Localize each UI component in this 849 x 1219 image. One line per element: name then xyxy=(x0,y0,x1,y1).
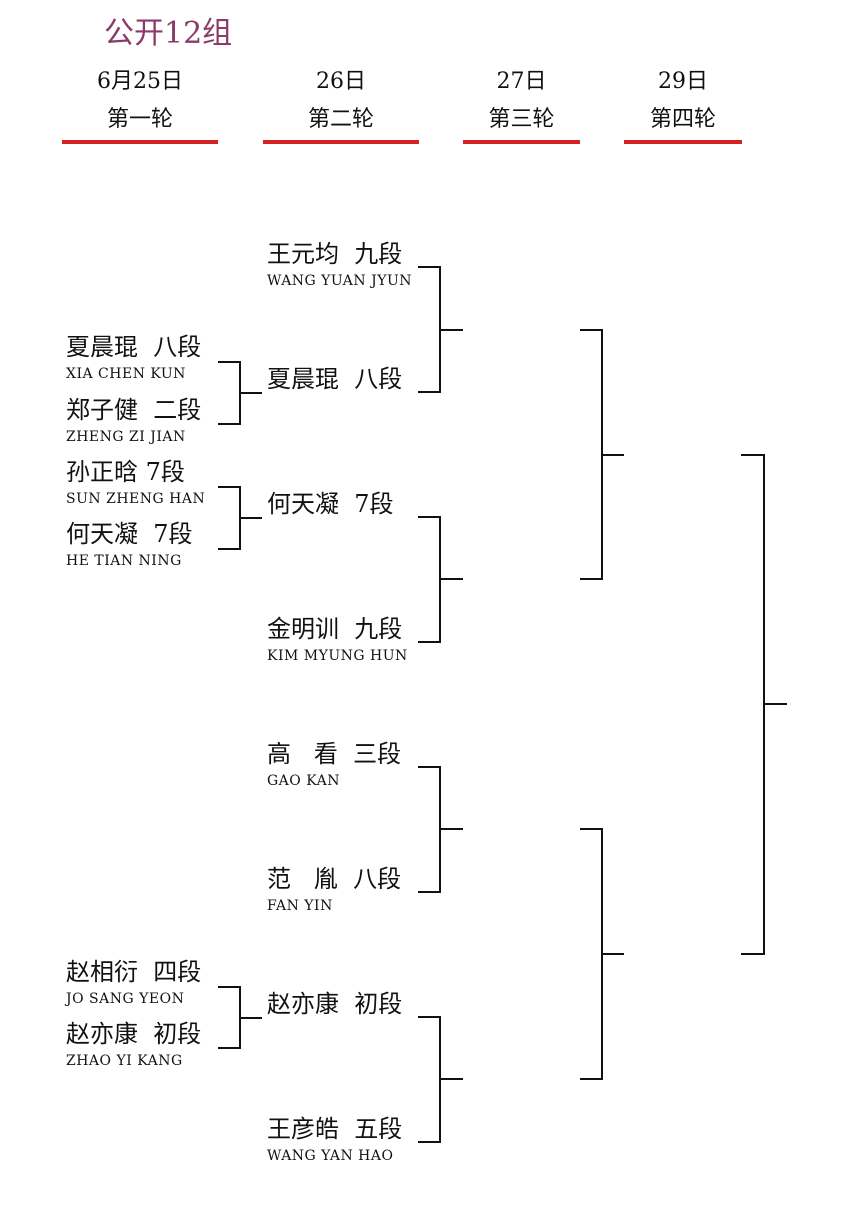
player-entry: 金明训 九段 KIM MYUNG HUN xyxy=(267,615,408,665)
bracket-connector xyxy=(418,1016,463,1143)
player-entry: 夏晨琨 八段 xyxy=(267,365,402,393)
player-name-en: JO SANG YEON xyxy=(66,991,185,1007)
round-date: 27日 xyxy=(496,69,547,94)
bracket-connector xyxy=(580,828,624,1080)
player-name-cn: 范 胤 八段 xyxy=(267,865,402,893)
round-underline xyxy=(263,140,419,144)
round-header-1: 6月25日 第一轮 xyxy=(62,68,218,144)
round-label: 第一轮 xyxy=(106,107,173,132)
player-name-en: WANG YAN HAO xyxy=(267,1148,394,1164)
player-entry: 何天凝 7段 xyxy=(267,490,394,518)
round-underline xyxy=(463,140,580,144)
round-header-4: 29日 第四轮 xyxy=(624,68,742,144)
player-entry: 何天凝 7段 HE TIAN NING xyxy=(66,520,193,570)
player-name-cn: 何天凝 7段 xyxy=(267,490,394,518)
player-name-en: SUN ZHENG HAN xyxy=(66,491,206,507)
player-name-en: GAO KAN xyxy=(267,773,340,789)
player-name-cn: 王元均 九段 xyxy=(267,240,403,268)
player-name-cn: 郑子健 二段 xyxy=(66,396,202,424)
bracket-connector xyxy=(218,486,262,550)
player-name-cn: 夏晨琨 八段 xyxy=(66,333,202,361)
round-label: 第四轮 xyxy=(649,107,716,132)
player-entry: 王彦皓 五段 WANG YAN HAO xyxy=(267,1115,402,1165)
player-name-en: HE TIAN NING xyxy=(66,553,182,569)
bracket-connector xyxy=(418,766,463,893)
player-entry: 孙正晗 7段 SUN ZHENG HAN xyxy=(66,458,205,508)
player-name-cn: 金明训 九段 xyxy=(267,615,403,643)
player-name-cn: 赵亦康 初段 xyxy=(66,1020,202,1048)
round-underline xyxy=(62,140,218,144)
player-entry: 王元均 九段 WANG YUAN JYUN xyxy=(267,240,412,290)
player-name-cn: 何天凝 7段 xyxy=(66,520,193,548)
round-header-2: 26日 第二轮 xyxy=(263,68,419,144)
player-entry: 高 看 三段 GAO KAN xyxy=(267,740,401,790)
player-name-en: KIM MYUNG HUN xyxy=(267,648,408,664)
player-entry: 赵相衍 四段 JO SANG YEON xyxy=(66,958,201,1008)
player-name-en: ZHENG ZI JIAN xyxy=(66,429,186,445)
bracket-connector xyxy=(418,266,463,393)
player-name-en: WANG YUAN JYUN xyxy=(267,273,413,289)
player-name-cn: 赵相衍 四段 xyxy=(66,958,202,986)
round-header-3: 27日 第三轮 xyxy=(463,68,580,144)
player-name-cn: 夏晨琨 八段 xyxy=(267,365,403,393)
player-name-cn: 赵亦康 初段 xyxy=(267,990,403,1018)
player-entry: 赵亦康 初段 ZHAO YI KANG xyxy=(66,1020,201,1070)
bracket-connector xyxy=(418,516,463,643)
round-date: 29日 xyxy=(658,69,708,94)
player-name-en: ZHAO YI KANG xyxy=(66,1053,183,1069)
player-name-cn: 孙正晗 7段 xyxy=(66,458,185,486)
player-name-cn: 王彦皓 五段 xyxy=(267,1115,403,1143)
player-entry: 赵亦康 初段 xyxy=(267,990,402,1018)
bracket-connector xyxy=(741,454,787,955)
player-name-en: FAN YIN xyxy=(267,898,333,914)
round-label: 第二轮 xyxy=(307,107,374,132)
bracket-connector xyxy=(580,329,624,580)
page-title: 公开12组 xyxy=(104,16,233,51)
bracket-connector xyxy=(218,361,262,425)
round-date: 6月25日 xyxy=(97,69,183,94)
player-entry: 夏晨琨 八段 XIA CHEN KUN xyxy=(66,333,201,383)
round-date: 26日 xyxy=(316,69,366,94)
player-name-cn: 高 看 三段 xyxy=(267,740,402,768)
bracket-connector xyxy=(218,986,262,1049)
round-label: 第三轮 xyxy=(488,107,555,132)
round-underline xyxy=(624,140,742,144)
player-entry: 郑子健 二段 ZHENG ZI JIAN xyxy=(66,396,201,446)
player-name-en: XIA CHEN KUN xyxy=(66,366,186,382)
player-entry: 范 胤 八段 FAN YIN xyxy=(267,865,401,915)
